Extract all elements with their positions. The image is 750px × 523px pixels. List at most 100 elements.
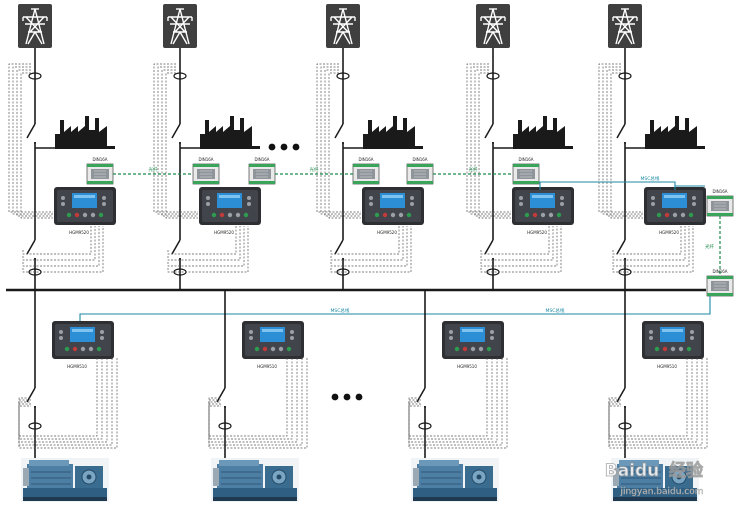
section-1-breaker-upper-blade (26, 123, 36, 139)
watermark-brand: Baidu (605, 461, 660, 481)
genset-3-breaker-blade (416, 387, 426, 403)
section-2-wire-top-3 (165, 72, 198, 219)
genset-4-wire-4 (608, 358, 708, 449)
genset-4-controller-label: HGM9510 (657, 364, 677, 369)
ellipsis-dot-5 (343, 393, 351, 401)
section-2-pylon-icon (162, 3, 198, 49)
din-module-right-1 (706, 195, 734, 217)
msc-bus-label-top: MSC总线 (641, 175, 660, 182)
fiber-link-label-3: 光纤 (469, 166, 478, 173)
section-3-wire-top-1 (320, 66, 361, 215)
genset-2-controller-label: HGM9510 (257, 364, 277, 369)
section-5-wire-bot-3 (612, 226, 694, 273)
section-1-breaker-lower-blade (26, 239, 36, 255)
genset-1-breaker-blade (26, 387, 36, 403)
section-2-controller-label: HGM9520 (214, 230, 234, 235)
section-4-breaker-lower-blade (484, 239, 494, 255)
section-5-wire-bot-0 (612, 226, 682, 255)
section-5-pylon-icon (607, 3, 643, 49)
fiber-link-label-2: 光纤 (310, 166, 319, 173)
genset-2-wire-4 (208, 358, 308, 449)
section-4-factory-icon (513, 116, 573, 149)
section-3-wire-bot-0 (330, 226, 400, 255)
section-3-ct-upper (336, 72, 350, 80)
section-1-wire-bot-0 (22, 226, 92, 255)
section-3-wire-top-3 (328, 72, 361, 219)
section-3-wire-bot-2 (330, 226, 408, 267)
genset-1-wire-3 (18, 358, 113, 446)
genset-1-ct (28, 422, 42, 430)
section-4-wire-bot-1 (480, 226, 554, 261)
ellipsis-dot-3 (292, 143, 300, 151)
section-2-wire-bot-2 (167, 226, 245, 267)
section-2-factory-icon (200, 116, 260, 149)
section-4-wire-top-1 (470, 66, 511, 215)
din-module-5 (406, 163, 434, 185)
section-2-wire-top-0 (153, 63, 198, 213)
fiber-link-label-v: 光纤 (705, 243, 714, 250)
din-module-6 (512, 163, 540, 185)
din-module-label-6: DIN16A (518, 157, 533, 162)
section-3-wire-bot-3 (330, 226, 412, 273)
section-5-wire-bot-1 (612, 226, 686, 261)
section-2-controller-icon (199, 187, 261, 225)
genset-3-wire-3 (408, 358, 503, 446)
din-module-label-2: DIN16A (198, 157, 213, 162)
section-3-pylon-icon (325, 3, 361, 49)
section-1-wire-bot-2 (22, 226, 100, 267)
genset-3-wire-1 (408, 358, 493, 440)
genset-1-wire-4 (18, 358, 118, 449)
section-2-wire-bot-0 (167, 226, 237, 255)
section-3-wire-top-0 (316, 63, 361, 213)
section-4-wire-bot-2 (480, 226, 558, 267)
section-2-breaker-upper-blade (171, 123, 181, 139)
section-2-wire-bot-3 (167, 226, 249, 273)
section-1-factory-icon (55, 116, 115, 149)
section-5-wire-top-1 (602, 66, 643, 215)
section-1-wire-bot-1 (22, 226, 96, 261)
ellipsis-dot-1 (268, 143, 276, 151)
section-1-wire-top-1 (12, 66, 53, 215)
section-1-wire-top-2 (16, 69, 53, 217)
genset-1-wire-1 (18, 358, 103, 440)
genset-2-ct (218, 422, 232, 430)
section-5-controller-icon (644, 187, 706, 225)
genset-2-wire-2 (208, 358, 298, 443)
genset-4-wire-1 (608, 358, 693, 440)
msc-bus-bottom (79, 296, 711, 322)
genset-1-controller-label: HGM9510 (67, 364, 87, 369)
din-module-2 (192, 163, 220, 185)
section-4-pylon-icon (475, 3, 511, 49)
genset-4-breaker-blade (616, 387, 626, 403)
genset-3-diesel-genset-icon (410, 457, 500, 503)
section-3-breaker-lower-blade (334, 239, 344, 255)
section-4-wire-top-2 (474, 69, 511, 217)
section-3-factory-icon (363, 116, 423, 149)
din-module-1 (86, 163, 114, 185)
genset-3-controller-label: HGM9510 (457, 364, 477, 369)
genset-1-wire-2 (18, 358, 108, 443)
genset-1-diesel-genset-icon (20, 457, 110, 503)
genset-4-wire-2 (608, 358, 698, 443)
section-3-wire-top-2 (324, 69, 361, 217)
section-1-ct-upper (28, 72, 42, 80)
genset-3-controller-icon (442, 321, 504, 359)
section-5-breaker-upper-blade (616, 123, 626, 139)
section-2-wire-bot-1 (167, 226, 241, 261)
fiber-link-label-1: 光纤 (149, 166, 158, 173)
watermark-cn: 经验 (669, 460, 704, 481)
section-4-wire-bot-0 (480, 226, 550, 255)
section-1-wire-top-3 (20, 72, 53, 219)
watermark-url: jingyan.baidu.com (619, 487, 703, 497)
section-1-controller-icon (54, 187, 116, 225)
section-2-wire-top-1 (157, 66, 198, 215)
ellipsis-dot-4 (331, 393, 339, 401)
genset-1-controller-icon (52, 321, 114, 359)
section-1-controller-label: HGM9520 (69, 230, 89, 235)
din-module-3 (248, 163, 276, 185)
genset-2-wire-3 (208, 358, 303, 446)
din-module-label-5: DIN16A (412, 157, 427, 162)
section-2-wire-top-2 (161, 69, 198, 217)
section-3-controller-icon (362, 187, 424, 225)
